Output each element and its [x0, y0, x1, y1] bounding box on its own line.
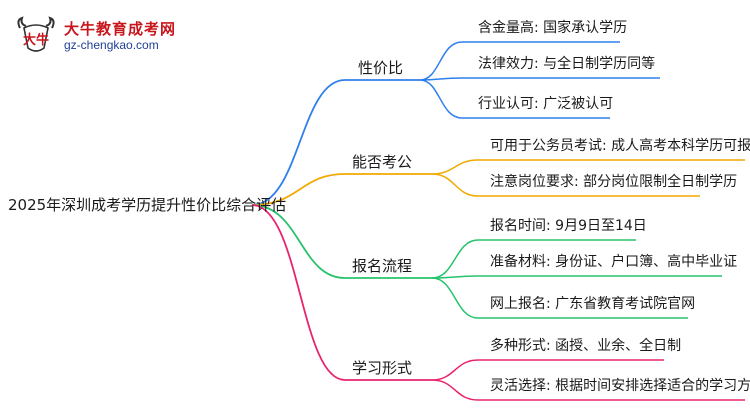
branch-label-4: 学习形式 [352, 359, 413, 377]
connector-b3-c2 [431, 275, 722, 279]
connector-b1-c1 [419, 41, 620, 81]
connector-root-b1 [251, 79, 346, 206]
branch-label-3: 报名流程 [352, 257, 413, 275]
connector-b2-c2 [431, 173, 700, 197]
bull-logo-icon: 大牛 [17, 16, 55, 52]
root-node: 2025年深圳成考学历提升性价比综合评估 [8, 196, 287, 214]
logo-url: gz-chengkao.com [64, 38, 159, 52]
connector-root-b4 [251, 204, 346, 381]
logo-name: 大牛教育成考网 [64, 20, 177, 38]
connector-b3-c3 [431, 277, 688, 319]
leaf-b4-1: 多种形式: 函授、业余、全日制 [490, 338, 682, 354]
leaf-b2-2: 注意岗位要求: 部分岗位限制全日制学历 [490, 174, 738, 190]
leaf-b1-3: 行业认可: 广泛被认可 [478, 96, 614, 112]
connector-b3-c1 [431, 239, 636, 279]
leaf-b1-2: 法律效力: 与全日制学历同等 [478, 56, 656, 72]
leaf-b3-1: 报名时间: 9月9日至14日 [490, 218, 647, 234]
leaf-b3-3: 网上报名: 广东省教育考试院官网 [490, 296, 696, 312]
branch-label-2: 能否考公 [352, 153, 413, 171]
connector-b4-c2 [431, 379, 745, 401]
connector-b2-c1 [431, 159, 745, 175]
connector-b1-c2 [419, 77, 660, 81]
site-logo: 大牛 大牛教育成考网 gz-chengkao.com [14, 14, 234, 60]
logo-mark-text: 大牛 [23, 32, 49, 48]
connector-b4-c1 [431, 359, 664, 381]
connector-root-b2 [251, 173, 346, 206]
connector-root-b3 [251, 204, 346, 279]
leaf-b4-2: 灵活选择: 根据时间安排选择适合的学习方式 [490, 378, 750, 394]
leaf-b3-2: 准备材料: 身份证、户口簿、高中毕业证 [490, 254, 738, 270]
leaf-b1-1: 含金量高: 国家承认学历 [478, 20, 628, 36]
leaf-b2-1: 可用于公务员考试: 成人高考本科学历可报考 [490, 138, 750, 154]
connector-b1-c3 [419, 79, 610, 119]
branch-label-1: 性价比 [358, 59, 404, 77]
